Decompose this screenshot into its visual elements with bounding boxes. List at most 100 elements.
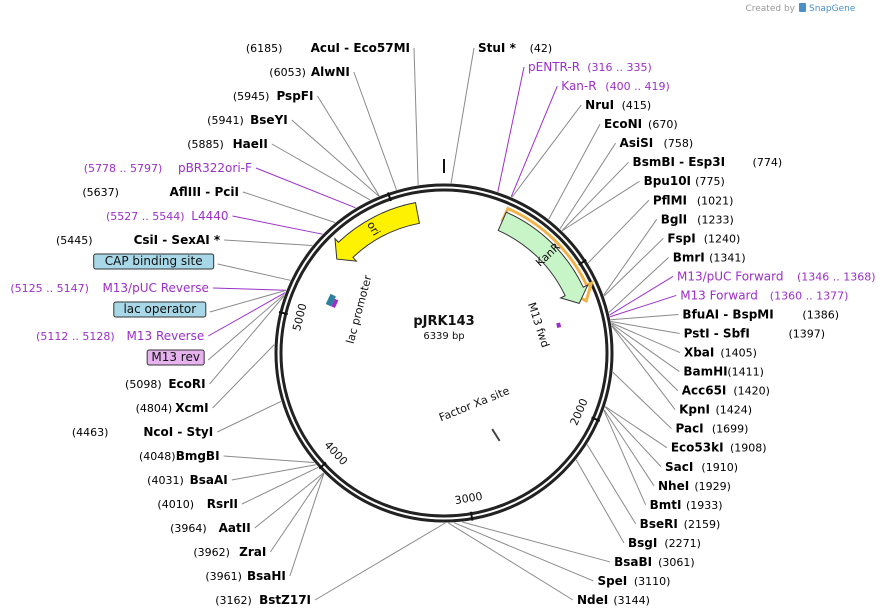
bseri-position: (2159)	[684, 518, 721, 531]
rsrii-name: RsrII	[207, 497, 238, 511]
bmri-leader	[608, 257, 670, 313]
m13puc-fwd-position: (1346 .. 1368)	[797, 270, 876, 283]
nrui-position: (415)	[622, 99, 652, 112]
alwni-position: (6053)	[269, 66, 306, 79]
psti-name: PstI - SbfI	[684, 327, 750, 341]
paci-label: PacI(1699)	[676, 422, 749, 436]
kanr-primer-label: Kan-R(400 .. 419)	[561, 79, 670, 93]
bamhi-position: (1411)	[727, 366, 764, 379]
scale-tick-3000	[469, 511, 474, 521]
acc65i-label: Acc65I (1420)	[682, 384, 770, 398]
csii-leader	[224, 239, 313, 246]
bsmbi-position: (774)	[753, 156, 783, 169]
bgli-leader	[603, 219, 658, 296]
kpni-position: (1424)	[716, 404, 753, 417]
bsabi-position: (3061)	[658, 556, 695, 569]
acui-label: AcuI - Eco57MI(6185)	[246, 41, 410, 55]
acc65i-name: Acc65I	[682, 384, 727, 398]
xbai-name: XbaI	[684, 346, 714, 360]
m13rev-label: M13 rev	[146, 349, 205, 366]
pspfi-label: PspFI (5945)	[233, 89, 314, 103]
bpu10i-name: Bpu10I	[644, 174, 691, 188]
acui-leader	[413, 47, 419, 185]
bsmbi-name: BsmBI - Esp3I	[633, 155, 725, 169]
cap-label: CAP binding site	[93, 253, 215, 270]
ncoi-leader	[217, 400, 282, 433]
xcmi-leader	[212, 344, 275, 409]
cap-site-feature-mark	[325, 293, 336, 307]
lac-promoter-feature-label: lac promoter	[344, 273, 375, 345]
cap-box	[93, 253, 215, 270]
pbr322-position: (5778 .. 5797)	[84, 162, 163, 175]
kpni-name: KpnI	[679, 403, 710, 417]
bmgbi-leader	[223, 455, 315, 464]
bsgi-label: BsgI(2271)	[628, 536, 701, 550]
pspfi-name: PspFI	[276, 89, 313, 103]
label-layer: StuI *(42)pENTR-R(316 .. 335)Kan-R(400 .…	[10, 41, 875, 607]
csii-name: CsiI - SexAI *	[134, 233, 221, 247]
csii-label: CsiI - SexAI *(5445)	[56, 233, 221, 247]
fspi-name: FspI	[667, 231, 695, 245]
bamhi-label: BamHI(1411)	[683, 365, 764, 379]
paci-position: (1699)	[712, 423, 749, 436]
psti-leader	[610, 321, 680, 335]
factor-xa-feature-mark	[491, 428, 501, 442]
pbr322-label: pBR322ori-F(5778 .. 5797)	[84, 161, 252, 175]
acc65i-position: (1420)	[733, 385, 770, 398]
asisi-position: (758)	[664, 137, 694, 150]
spei-leader	[453, 522, 594, 582]
bsgi-position: (2271)	[664, 537, 701, 550]
m13-fwd-feature-mark	[556, 322, 562, 328]
kanr-feature-arrow	[497, 211, 589, 305]
alwni-leader	[353, 71, 397, 190]
alwni-label: AlwNI(6053)	[269, 65, 350, 79]
saci-position: (1910)	[701, 461, 738, 474]
saci-label: SacI(1910)	[665, 460, 738, 474]
fspi-label: FspI(1240)	[667, 231, 740, 245]
m13rev-name: M13 rev	[151, 350, 200, 364]
bsahi-leader	[289, 473, 325, 577]
m13puc-rev-label: M13/pUC Reverse(5125 .. 5147)	[10, 281, 209, 295]
pentr-name: pENTR-R	[528, 60, 580, 74]
acui-name: AcuI - Eco57MI	[311, 41, 410, 55]
kpni-leader	[611, 325, 676, 410]
pentr-leader	[497, 66, 525, 192]
bsabi-name: BsaBI	[614, 555, 652, 569]
m13reverse-position: (5112 .. 5128)	[36, 330, 115, 343]
bsahi-name: BsaHI	[247, 569, 286, 583]
bseri-name: BseRI	[640, 517, 678, 531]
nhei-name: NheI	[658, 479, 689, 493]
bseri-leader	[586, 444, 637, 525]
bfuai-leader	[610, 313, 679, 321]
ori-feature-label: ori	[364, 219, 382, 238]
zrai-label: ZraI(3962)	[193, 545, 266, 559]
bmgbi-position: (4048)	[139, 450, 176, 463]
kanr-primer-position: (400 .. 419)	[605, 80, 670, 93]
lac-promoter-feature-mark	[331, 298, 339, 308]
stui-position: (42)	[530, 42, 553, 55]
bmti-label: BmtI(1933)	[650, 498, 723, 512]
ecori-label: EcoRI(5098)	[125, 377, 206, 391]
m13-fwd-leader	[609, 294, 677, 318]
econi-position: (670)	[648, 118, 678, 131]
scale-tick-1000	[578, 259, 587, 266]
l4440-name: L4440	[191, 209, 228, 223]
pspfi-position: (5945)	[233, 90, 270, 103]
m13-fwd-label: M13 Forward(1360 .. 1377)	[680, 288, 848, 302]
plasmid-backbone	[274, 159, 614, 523]
econi-label: EcoNI(670)	[604, 117, 678, 131]
pspfi-leader	[317, 95, 380, 197]
acc65i-leader	[611, 325, 679, 391]
eco53ki-label: Eco53kI(1908)	[671, 441, 767, 455]
aatii-label: AatII(3964)	[170, 521, 251, 535]
eco53ki-leader	[605, 406, 668, 449]
bsmbi-label: BsmBI - Esp3I (774)	[633, 155, 783, 169]
ncoi-position: (4463)	[72, 426, 109, 439]
credit-prefix: Created by	[745, 4, 795, 14]
zrai-name: ZraI	[239, 545, 266, 559]
haeii-name: HaeII	[233, 137, 268, 151]
bpu10i-position: (775)	[695, 175, 725, 188]
stui-leader	[450, 47, 475, 184]
bmri-position: (1341)	[709, 251, 746, 264]
scale-tick-5000	[278, 311, 288, 316]
